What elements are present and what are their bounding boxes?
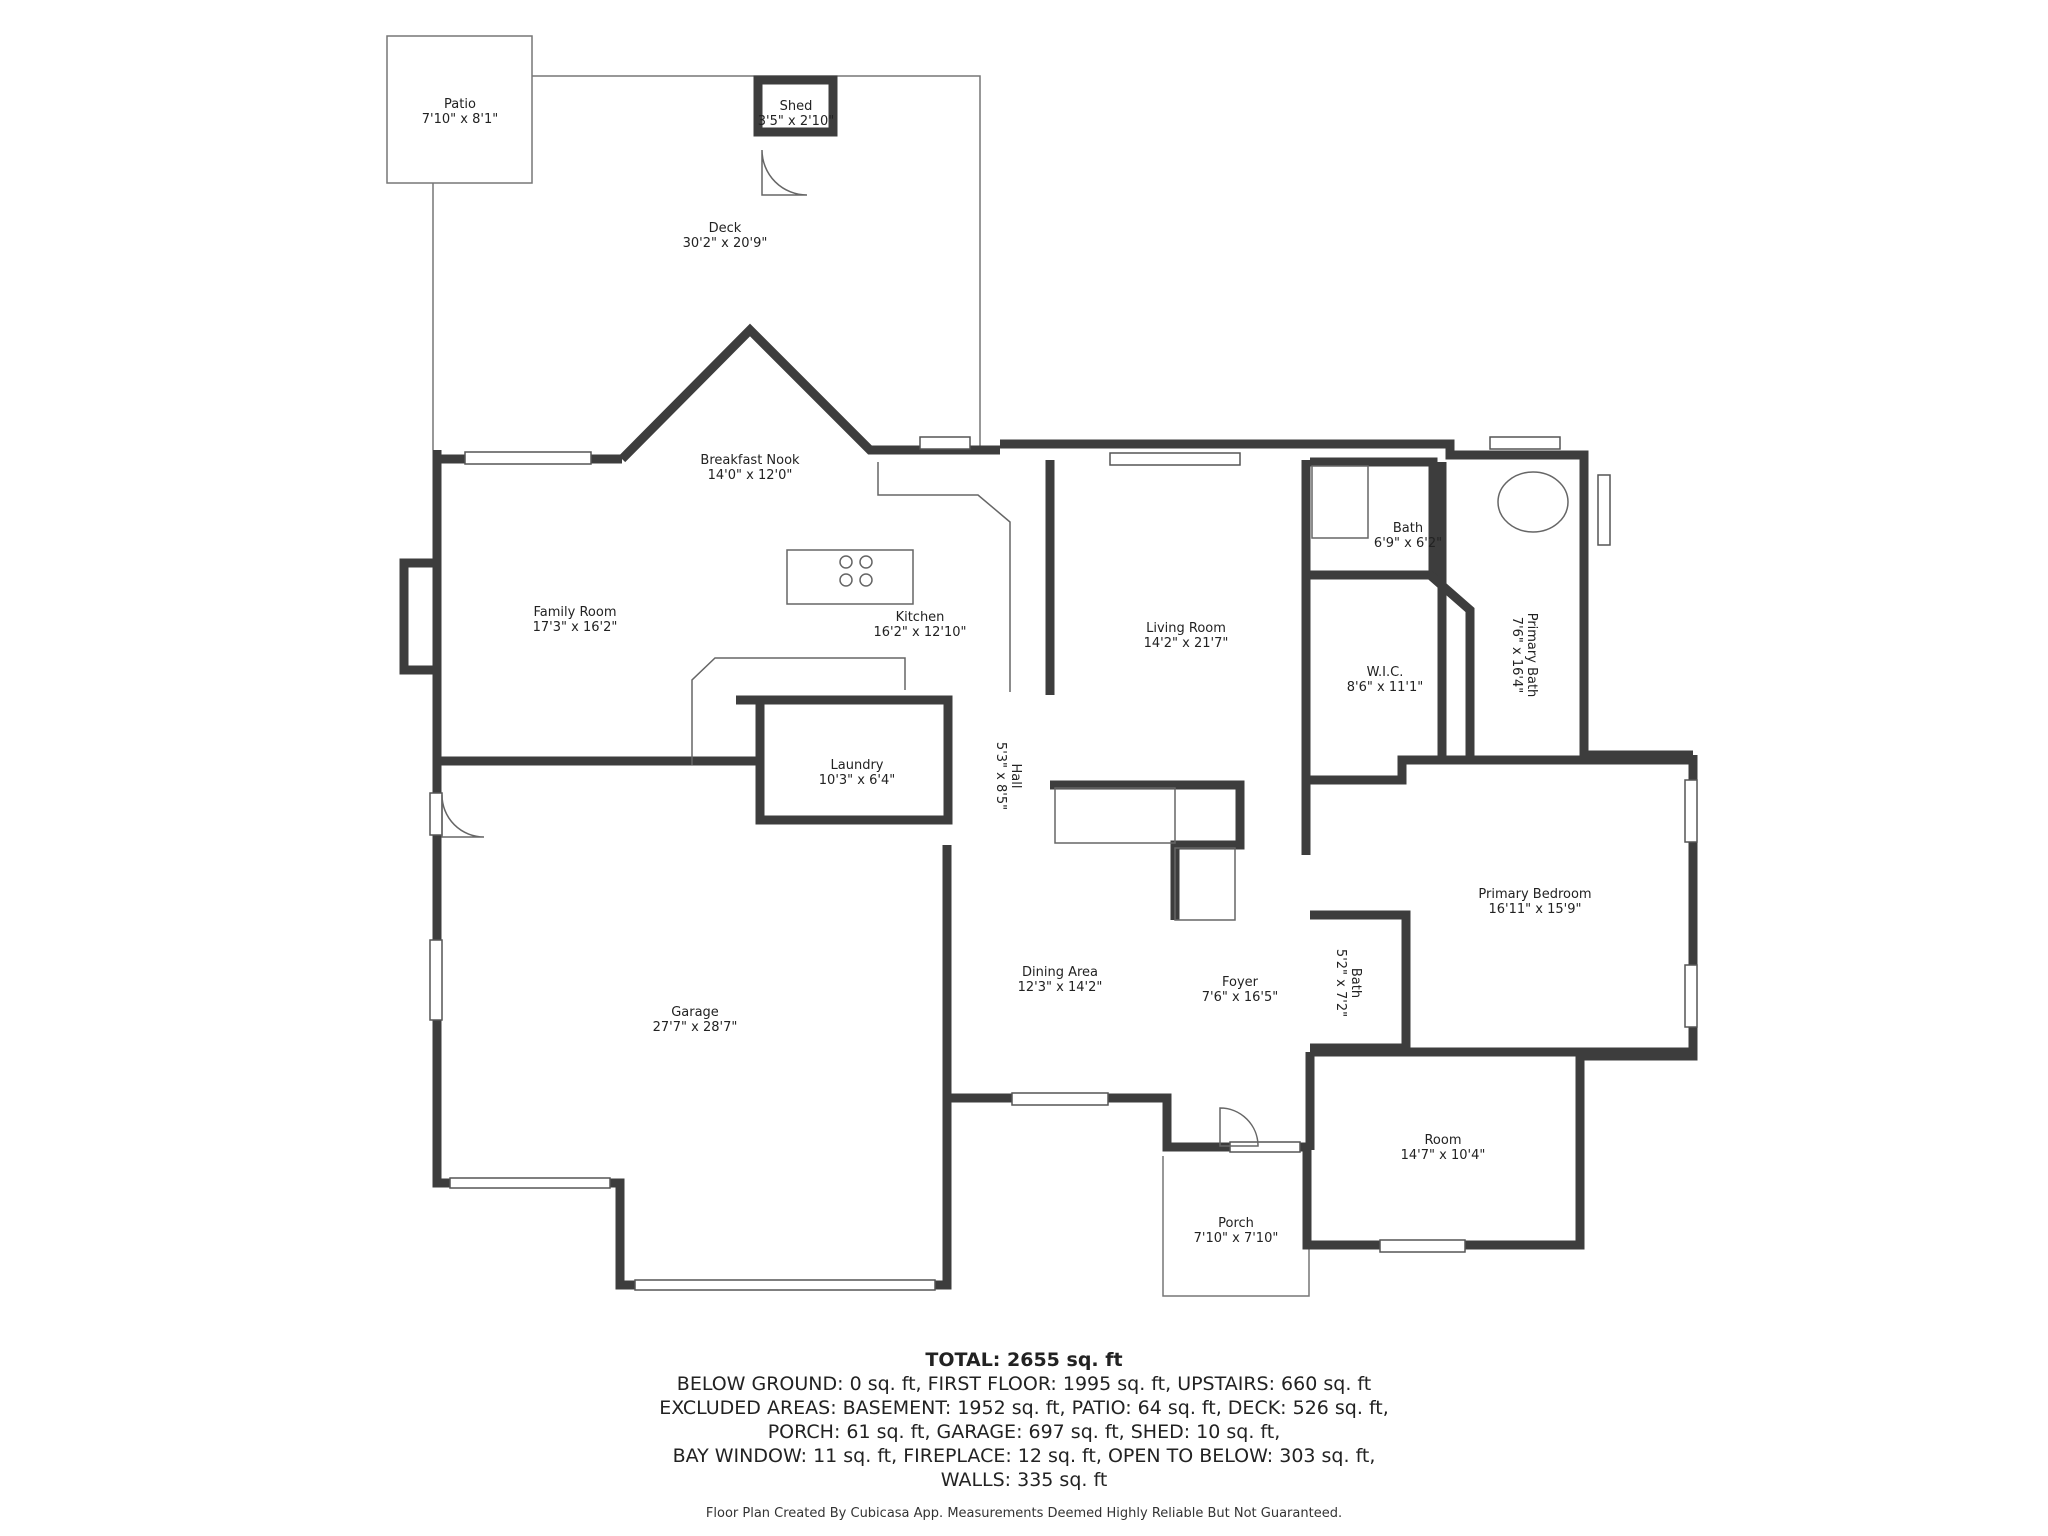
walls bbox=[399, 75, 1698, 1290]
north-wall-right bbox=[1000, 439, 1693, 760]
shower bbox=[1311, 465, 1369, 539]
window bbox=[1597, 474, 1611, 546]
door-swing bbox=[441, 794, 485, 838]
kitchen-counter bbox=[877, 462, 1011, 692]
window bbox=[464, 451, 592, 465]
wic-label: W.I.C.8'6" x 11'1" bbox=[1347, 665, 1423, 695]
summary-line: BELOW GROUND: 0 sq. ft, FIRST FLOOR: 199… bbox=[676, 1373, 1372, 1395]
window bbox=[1489, 436, 1561, 450]
nook-bay bbox=[618, 323, 1000, 463]
bath-lower-label: Bath5'2" x 7'2" bbox=[1333, 949, 1363, 1017]
cooktop-burner bbox=[839, 573, 853, 587]
window bbox=[449, 1177, 611, 1189]
peninsula-counter bbox=[691, 657, 906, 765]
area-summary: TOTAL: 2655 sq. ft BELOW GROUND: 0 sq. f… bbox=[0, 1348, 2048, 1492]
cooktop-burner bbox=[839, 555, 853, 569]
window bbox=[634, 1279, 936, 1291]
stairs-wall bbox=[1050, 780, 1245, 920]
window bbox=[429, 939, 443, 1021]
windows bbox=[429, 436, 1698, 1291]
window bbox=[1229, 1141, 1301, 1153]
window bbox=[429, 792, 443, 836]
window bbox=[1684, 964, 1698, 1028]
summary-line: EXCLUDED AREAS: BASEMENT: 1952 sq. ft, P… bbox=[659, 1397, 1389, 1419]
window bbox=[1684, 779, 1698, 843]
shed-wall bbox=[753, 75, 838, 137]
window bbox=[919, 436, 971, 450]
total-area: TOTAL: 2655 sq. ft bbox=[925, 1349, 1123, 1371]
summary-line: PORCH: 61 sq. ft, GARAGE: 697 sq. ft, SH… bbox=[767, 1421, 1281, 1443]
fixtures bbox=[441, 149, 1569, 1147]
stairs bbox=[1054, 787, 1176, 844]
footer-disclaimer: Floor Plan Created By Cubicasa App. Meas… bbox=[705, 1506, 1343, 1521]
wic-wall bbox=[1310, 570, 1475, 760]
fireplace bbox=[399, 558, 437, 675]
hall-label: Hall5'3" x 8'5" bbox=[993, 742, 1023, 810]
bath-upper-wall bbox=[1310, 457, 1438, 580]
cooktop-burner bbox=[859, 573, 873, 587]
laundry-wall bbox=[736, 695, 953, 825]
kitchen-island bbox=[786, 549, 914, 605]
window bbox=[1379, 1239, 1466, 1253]
door-swing bbox=[761, 149, 808, 196]
window bbox=[1109, 452, 1241, 466]
window bbox=[1011, 1092, 1109, 1106]
deck-outline bbox=[532, 75, 981, 450]
summary-line: BAY WINDOW: 11 sq. ft, FIREPLACE: 12 sq.… bbox=[672, 1445, 1376, 1467]
summary-line: WALLS: 335 sq. ft bbox=[940, 1469, 1108, 1491]
north-wall-left bbox=[432, 450, 1698, 1290]
cooktop-burner bbox=[859, 555, 873, 569]
primary-bath-label: Primary Bath7'6" x 16'4" bbox=[1509, 613, 1539, 698]
tub bbox=[1497, 471, 1569, 533]
door-swing bbox=[1219, 1107, 1259, 1147]
stairs bbox=[1174, 847, 1236, 921]
bedroom-wall bbox=[1310, 755, 1693, 785]
patio-outline bbox=[386, 35, 533, 184]
